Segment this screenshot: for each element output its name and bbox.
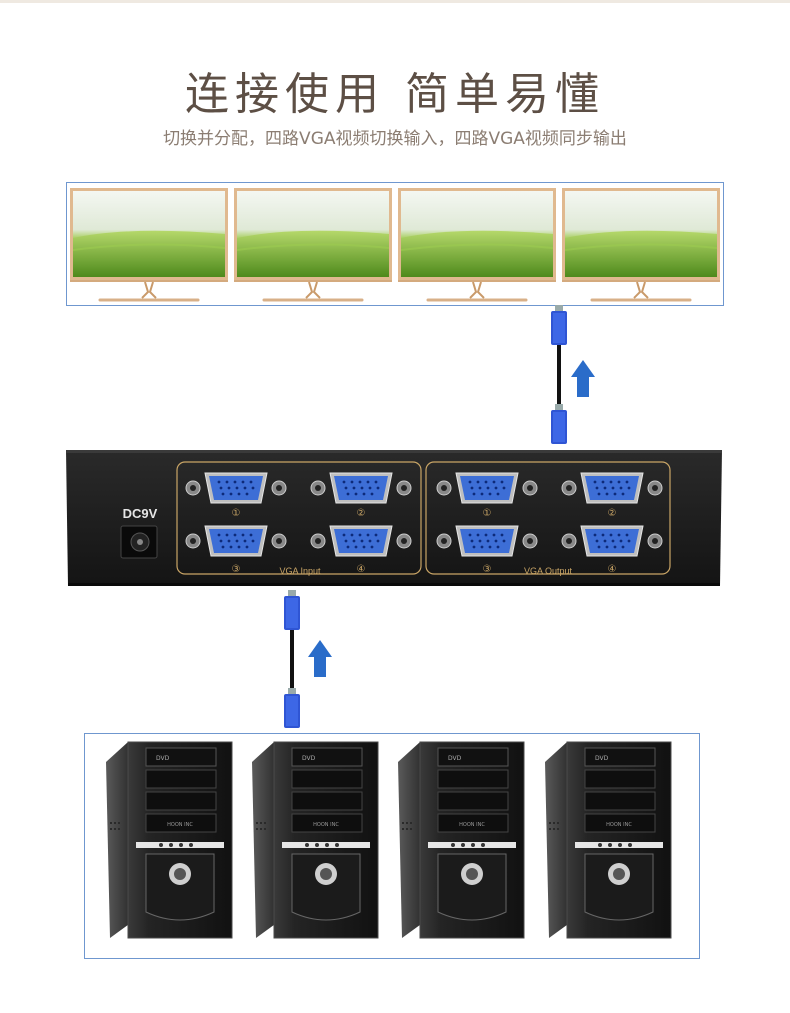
page-title: 连接使用 简单易懂 [185, 69, 605, 120]
vga-switch-device [66, 450, 722, 586]
computer-brand-label: HOON INC [606, 822, 632, 828]
desktop-tower-icon [544, 741, 672, 939]
input-port-number-1: ① [232, 508, 241, 519]
output-group-label: VGA Output [524, 566, 573, 576]
desktop-tower-icon [397, 741, 525, 939]
output-port-number-3: ③ [483, 564, 492, 575]
output-port-number-2: ② [608, 508, 617, 519]
page-subtitle: 切换并分配，四路VGA视频切换输入，四路VGA视频同步输出 [163, 129, 627, 149]
arrow-up-icon [308, 640, 332, 677]
power-label: DC9V [123, 506, 158, 521]
vga-cable-icon [551, 305, 567, 444]
monitor-icon [232, 186, 394, 302]
vga-cable-icon [284, 590, 300, 728]
input-group-label: VGA Input [279, 566, 321, 576]
arrow-up-icon [571, 360, 595, 397]
computer-brand-label: HOON INC [459, 822, 485, 828]
input-port-number-3: ③ [232, 564, 241, 575]
computer-brand-label: HOON INC [313, 822, 339, 828]
output-port-number-1: ① [483, 508, 492, 519]
monitor-icon [396, 186, 558, 302]
top-divider [0, 0, 790, 3]
output-port-number-4: ④ [608, 564, 617, 575]
input-port-number-2: ② [357, 508, 366, 519]
monitor-icon [560, 186, 722, 302]
input-port-number-4: ④ [357, 564, 366, 575]
computer-brand-label: HOON INC [167, 822, 193, 828]
desktop-tower-icon [105, 741, 233, 939]
monitor-icon [68, 186, 230, 302]
desktop-tower-icon [251, 741, 379, 939]
